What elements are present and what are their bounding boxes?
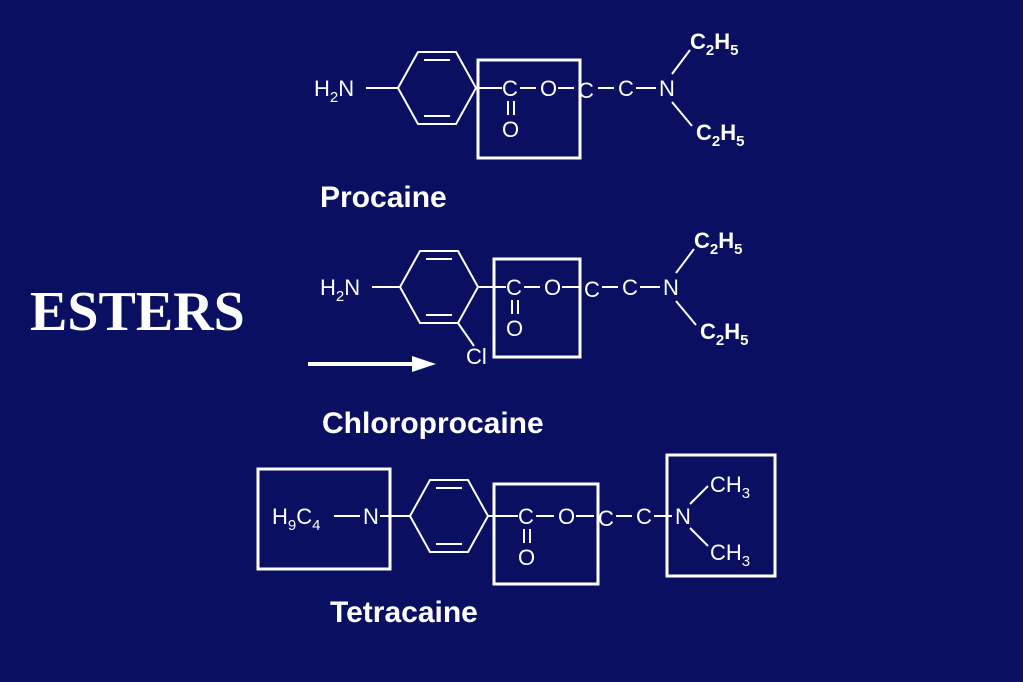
benzene-ring-icon xyxy=(396,51,478,125)
chain-carbon-1: C xyxy=(578,78,594,103)
ester-oxygen: O xyxy=(540,76,557,101)
tetracaine-label: Tetracaine xyxy=(330,596,478,629)
ethyl-group-bottom: C2H5 xyxy=(700,319,748,349)
benzene-ring-icon xyxy=(398,250,480,324)
benzene-ring-icon xyxy=(408,479,490,553)
ester-highlight-box xyxy=(492,257,582,359)
ethyl-group-top: C2H5 xyxy=(694,228,742,258)
methyl-group-bottom: CH3 xyxy=(710,540,750,570)
ester-oxygen: O xyxy=(544,275,561,300)
chloroprocaine-label: Chloroprocaine xyxy=(322,407,544,440)
ethyl-group-top: C2H5 xyxy=(690,29,738,59)
butylamino-highlight-box xyxy=(256,467,392,571)
terminal-nitrogen: N xyxy=(663,275,679,300)
chain-carbon-2: C xyxy=(622,275,638,300)
ester-carbon: C xyxy=(502,76,518,101)
ester-oxygen: O xyxy=(558,504,575,529)
arrow-icon xyxy=(308,356,436,372)
terminal-nitrogen: N xyxy=(659,76,675,101)
ethyl-group-bottom: C2H5 xyxy=(696,120,744,150)
chain-carbon-1: C xyxy=(584,277,600,302)
ester-carbon: C xyxy=(506,275,522,300)
ester-carbon: C xyxy=(518,504,534,529)
carbonyl-oxygen: O xyxy=(502,117,519,142)
slide-heading: ESTERS xyxy=(30,281,245,343)
chain-carbon-1: C xyxy=(598,506,614,531)
procaine-amine: H2N xyxy=(314,76,354,106)
chloroprocaine-amine: H2N xyxy=(320,275,360,305)
procaine-structure: H2N C O O C C N C2H5 C2H5 Procaine xyxy=(314,29,744,214)
chloroprocaine-structure: H2N Cl C O O C C N C2H5 C2H5 Chloroproca… xyxy=(320,228,748,440)
methyl-group-top: CH3 xyxy=(710,472,750,502)
carbonyl-oxygen: O xyxy=(518,545,535,570)
butyl-group: H9C4 xyxy=(272,504,320,534)
chain-carbon-2: C xyxy=(618,76,634,101)
procaine-label: Procaine xyxy=(320,181,447,214)
tetracaine-structure: H9C4 N C O O C C N CH3 CH3 Tetracaine xyxy=(256,453,777,629)
aryl-amine-nitrogen: N xyxy=(363,504,379,529)
ester-highlight-box xyxy=(492,482,600,586)
dimethylamino-highlight-box xyxy=(665,453,777,578)
ester-highlight-box xyxy=(476,58,582,160)
carbonyl-oxygen: O xyxy=(506,316,523,341)
chain-carbon-2: C xyxy=(636,504,652,529)
terminal-nitrogen: N xyxy=(675,504,691,529)
chloro-substituent: Cl xyxy=(466,344,487,369)
